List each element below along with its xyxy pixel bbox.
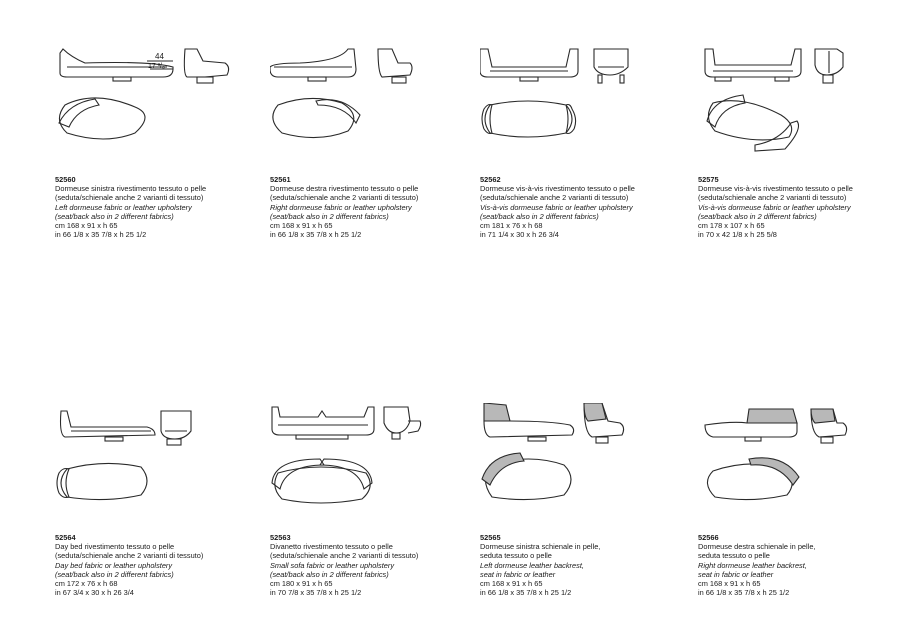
product-code: 52564 — [55, 533, 76, 542]
caption-52575: 52575 Dormeuse vis-à-vis rivestimento te… — [698, 175, 905, 239]
drawing-52561 — [270, 45, 485, 170]
description-it-1: Dormeuse vis-à-vis rivestimento tessuto … — [480, 184, 635, 194]
sofa-drawing — [56, 410, 192, 501]
drawing-52564 — [55, 403, 270, 528]
caption-52565: 52565 Dormeuse sinistra schienale in pel… — [480, 533, 695, 597]
drawing-52566 — [698, 403, 905, 528]
caption-52564: 52564 Day bed rivestimento tessuto o pel… — [55, 533, 270, 597]
description-it-1: Dormeuse destra schienale in pelle, — [698, 542, 816, 552]
dimensions-in: in 66 1/8 x 35 7/8 x h 25 1/2 — [55, 230, 147, 240]
dimension-value: 44 — [155, 52, 164, 61]
description-en-1: Right dormeuse leather backrest, — [698, 560, 807, 570]
description-en-2: seat in fabric or leather — [698, 569, 774, 579]
dimensions-in: in 66 1/8 x 35 7/8 x h 25 1/2 — [698, 588, 790, 598]
description-it-2: (seduta/schienale anche 2 varianti di te… — [270, 551, 419, 561]
description-it-2: (seduta/schienale anche 2 varianti di te… — [480, 193, 629, 203]
product-code: 52575 — [698, 175, 719, 184]
description-it-1: Dormeuse destra rivestimento tessuto o p… — [270, 184, 419, 194]
description-en-1: Right dormeuse fabric or leather upholst… — [270, 202, 412, 212]
sofa-drawing: 44 17 ³/₈ — [58, 48, 230, 140]
description-it-2: (seduta/schienale anche 2 varianti di te… — [698, 193, 847, 203]
description-en-1: Day bed fabric or leather upholstery — [55, 560, 173, 570]
dimension-value-in: 17 ³/₈ — [148, 63, 165, 70]
description-it-2: seduta tessuto o pelle — [480, 551, 552, 561]
sofa-drawing — [704, 48, 844, 152]
sofa-drawing — [270, 48, 413, 139]
description-it-1: Day bed rivestimento tessuto o pelle — [55, 542, 175, 552]
sofa-drawing — [271, 406, 422, 504]
dimensions-in: in 66 1/8 x 35 7/8 x h 25 1/2 — [270, 230, 362, 240]
description-en-2: (seat/back also in 2 different fabrics) — [698, 211, 817, 221]
product-code: 52562 — [480, 175, 501, 184]
product-code: 52561 — [270, 175, 291, 184]
description-en-1: Left dormeuse leather backrest, — [480, 560, 584, 570]
dimensions-in: in 66 1/8 x 35 7/8 x h 25 1/2 — [480, 588, 572, 598]
product-code: 52560 — [55, 175, 76, 184]
description-en-2: (seat/back also in 2 different fabrics) — [55, 211, 174, 221]
drawing-52575 — [698, 45, 905, 170]
description-it-2: (seduta/schienale anche 2 varianti di te… — [55, 551, 204, 561]
dimensions-cm: cm 168 x 91 x h 65 — [270, 221, 333, 231]
drawing-52563 — [270, 403, 485, 528]
caption-52561: 52561 Dormeuse destra rivestimento tessu… — [270, 175, 485, 239]
caption-52560: 52560 Dormeuse sinistra rivestimento tes… — [55, 175, 270, 239]
description-en-2: (seat/back also in 2 different fabrics) — [55, 569, 174, 579]
dimensions-cm: cm 180 x 91 x h 65 — [270, 579, 333, 589]
dimensions-in: in 67 3/4 x 30 x h 26 3/4 — [55, 588, 134, 598]
product-code: 52563 — [270, 533, 291, 542]
description-it-2: (seduta/schienale anche 2 varianti di te… — [270, 193, 419, 203]
product-code: 52565 — [480, 533, 501, 542]
description-it-1: Dormeuse sinistra rivestimento tessuto o… — [55, 184, 207, 194]
sofa-drawing — [704, 408, 848, 501]
description-it-1: Dormeuse sinistra schienale in pelle, — [480, 542, 601, 552]
description-it-2: (seduta/schienale anche 2 varianti di te… — [55, 193, 204, 203]
caption-52563: 52563 Divanetto rivestimento tessuto o p… — [270, 533, 485, 597]
dimensions-in: in 70 7/8 x 35 7/8 x h 25 1/2 — [270, 588, 362, 598]
caption-52562: 52562 Dormeuse vis-à-vis rivestimento te… — [480, 175, 695, 239]
description-it-2: seduta tessuto o pelle — [698, 551, 770, 561]
dimensions-in: in 71 1/4 x 30 x h 26 3/4 — [480, 230, 559, 240]
dimensions-cm: cm 168 x 91 x h 65 — [698, 579, 761, 589]
dimensions-cm: cm 181 x 76 x h 68 — [480, 221, 543, 231]
description-it-1: Divanetto rivestimento tessuto o pelle — [270, 542, 393, 552]
sofa-drawing — [481, 403, 625, 501]
sofa-drawing — [480, 48, 629, 138]
dimensions-cm: cm 168 x 91 x h 65 — [55, 221, 118, 231]
drawing-52560: 44 17 ³/₈ — [55, 45, 270, 170]
description-en-1: Vis-à-vis dormeuse fabric or leather uph… — [480, 202, 633, 212]
description-en-1: Left dormeuse fabric or leather upholste… — [55, 202, 192, 212]
description-en-2: (seat/back also in 2 different fabrics) — [270, 211, 389, 221]
product-code: 52566 — [698, 533, 719, 542]
dimensions-cm: cm 168 x 91 x h 65 — [480, 579, 543, 589]
description-en-2: (seat/back also in 2 different fabrics) — [480, 211, 599, 221]
drawing-52562 — [480, 45, 695, 170]
description-it-1: Dormeuse vis-à-vis rivestimento tessuto … — [698, 184, 853, 194]
dimensions-cm: cm 172 x 76 x h 68 — [55, 579, 118, 589]
dimensions-cm: cm 178 x 107 x h 65 — [698, 221, 765, 231]
dimensions-in: in 70 x 42 1/8 x h 25 5/8 — [698, 230, 777, 240]
description-en-2: (seat/back also in 2 different fabrics) — [270, 569, 389, 579]
caption-52566: 52566 Dormeuse destra schienale in pelle… — [698, 533, 905, 597]
description-en-1: Small sofa fabric or leather upholstery — [270, 560, 395, 570]
description-en-1: Vis-à-vis dormeuse fabric or leather uph… — [698, 202, 851, 212]
drawing-52565 — [480, 403, 695, 528]
description-en-2: seat in fabric or leather — [480, 569, 556, 579]
